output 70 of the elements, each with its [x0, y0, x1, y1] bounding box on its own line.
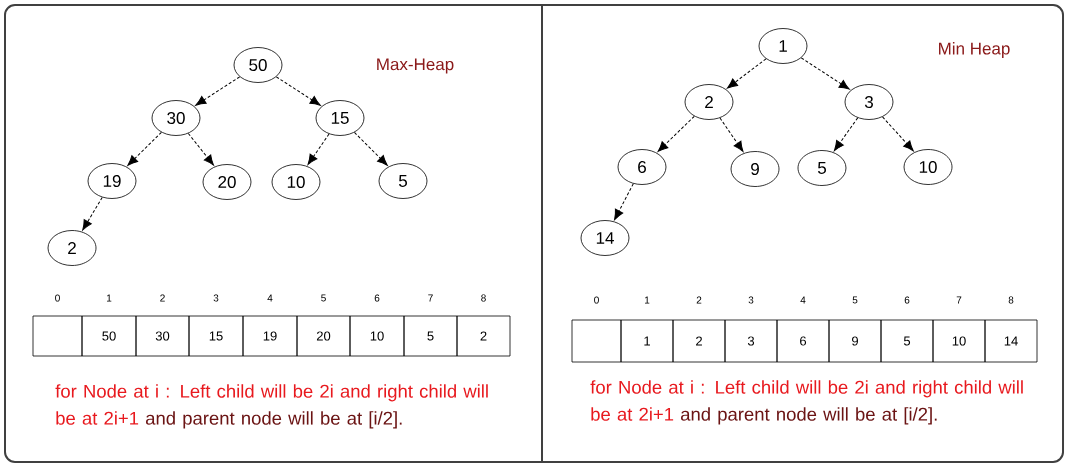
- arrow: [353, 131, 388, 166]
- heap-title: Min Heap: [939, 42, 1010, 58]
- index-number: 6: [904, 296, 910, 304]
- tree-node: 14: [580, 220, 630, 256]
- array-cell: 5: [880, 319, 934, 363]
- index-number: 6: [374, 294, 380, 302]
- array-cell: 20: [296, 315, 351, 357]
- tree-node: 5: [797, 150, 847, 186]
- index-number: 4: [267, 294, 273, 302]
- array-cell: 5: [403, 315, 458, 357]
- index-number: 7: [428, 294, 433, 302]
- index-number: 1: [107, 294, 112, 302]
- tree-node: 50: [233, 47, 283, 83]
- tree-node: 2: [47, 230, 97, 266]
- array-cell: 10: [932, 319, 986, 363]
- tree-node: 6: [617, 149, 667, 185]
- array-cell: 6: [776, 319, 830, 363]
- tree-node: 5: [378, 163, 428, 199]
- arrow: [187, 132, 215, 166]
- array-cell: [32, 315, 83, 357]
- array-cell: 14: [984, 319, 1038, 363]
- tree-node: 10: [271, 164, 321, 200]
- index-number: 0: [55, 294, 60, 302]
- arrow: [882, 116, 914, 152]
- tree-node: 15: [315, 100, 365, 136]
- array-cell: 1: [620, 319, 674, 363]
- arrow: [727, 58, 767, 89]
- index-number: 4: [800, 296, 806, 304]
- array-cell: 30: [135, 315, 190, 357]
- tree-node: 10: [903, 149, 953, 185]
- array-cell: 2: [672, 319, 726, 363]
- heap-title: Max-Heap: [377, 58, 454, 74]
- index-number: 3: [213, 294, 219, 302]
- array-cell: 50: [81, 315, 137, 357]
- arrow: [127, 131, 162, 166]
- index-number: 2: [160, 294, 165, 302]
- index-number: 5: [852, 296, 858, 304]
- note: for Node at i : Left child will be 2i and right child will be at 2i+1 and parent node will be at [i/2].: [590, 380, 1023, 425]
- index-number: 1: [645, 296, 650, 304]
- array-cell: 10: [349, 315, 405, 357]
- tree-node: 9: [730, 151, 780, 187]
- array-cell: 2: [456, 315, 511, 357]
- index-number: 2: [696, 296, 702, 304]
- arrow: [275, 76, 321, 106]
- arrow: [800, 57, 850, 90]
- index-number: 8: [1008, 296, 1014, 304]
- tree-node: 30: [151, 100, 201, 136]
- arrow: [657, 115, 695, 152]
- index-number: 8: [481, 294, 486, 302]
- arrow: [833, 117, 859, 152]
- array-cell: 3: [724, 319, 778, 363]
- arrow: [719, 117, 744, 152]
- tree-node: 1: [758, 28, 808, 64]
- index-number: 7: [956, 296, 962, 304]
- index-number: 5: [321, 294, 326, 302]
- arrow: [195, 76, 241, 106]
- arrow: [614, 183, 634, 221]
- array-cell: [571, 319, 622, 363]
- tree-node: 2: [684, 84, 734, 120]
- array-cell: 19: [242, 315, 298, 357]
- note: for Node at i : Left child will be 2i and right child will be at 2i+1 and parent node will be at [i/2].: [55, 384, 488, 429]
- arrow: [307, 133, 330, 165]
- tree-node: 20: [202, 164, 252, 200]
- tree-node: 19: [87, 163, 137, 199]
- arrow: [82, 196, 103, 231]
- index-number: 3: [748, 296, 754, 304]
- array-cell: 9: [828, 319, 882, 363]
- tree-node: 3: [844, 84, 894, 120]
- array-cell: 15: [188, 315, 244, 357]
- index-number: 0: [594, 296, 599, 304]
